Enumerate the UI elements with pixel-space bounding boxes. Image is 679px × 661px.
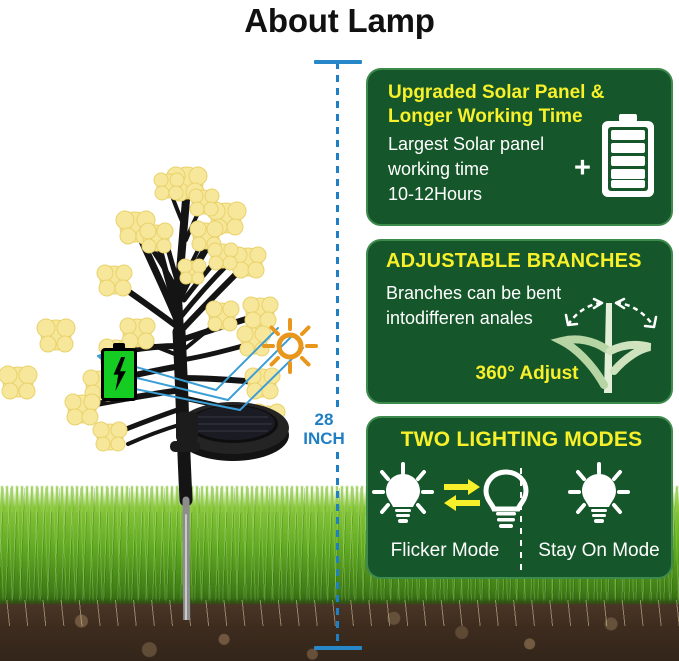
height-dimension-line: [336, 62, 339, 650]
body-line-3: 10-12Hours: [388, 184, 483, 204]
feature-footer-branches: 360° Adjust: [475, 363, 579, 384]
mode-divider: [520, 468, 522, 574]
swap-arrows-icon: [444, 479, 480, 511]
body-line-1: Branches can be bent: [386, 283, 562, 303]
height-unit: INCH: [303, 429, 345, 448]
feature-heading-branches: ADJUSTABLE BRANCHES: [386, 250, 642, 272]
height-value: 28: [314, 410, 334, 429]
feature-body-branches: Branches can be bent intodifferen anales: [386, 281, 601, 331]
body-line-2: working time: [388, 159, 490, 179]
height-label: 28 INCH: [296, 408, 352, 450]
feature-heading-modes: TWO LIGHTING MODES: [400, 428, 643, 451]
feature-card-lighting-modes: TWO LIGHTING MODES: [366, 416, 673, 579]
plus-symbol: +: [574, 152, 591, 184]
dimension-cap-top: [314, 60, 362, 64]
page-title: About Lamp: [244, 2, 435, 39]
mode-icons: [368, 462, 671, 532]
battery-full-icon: [596, 114, 660, 198]
flickering-bulb-icon: [372, 462, 434, 523]
bulb-outline-icon: [483, 469, 529, 528]
body-line-1: Largest Solar panel: [388, 134, 545, 154]
mode-label-stay-on: Stay On Mode: [538, 540, 660, 561]
feature-heading-solar: Upgraded Solar Panel & Longer Working Ti…: [388, 81, 638, 129]
bendable-branch-diagram: [544, 289, 671, 399]
battery-charging-icon: [101, 343, 137, 401]
feature-card-solar-panel: Upgraded Solar Panel & Longer Working Ti…: [366, 68, 673, 226]
battery-tip: [113, 343, 125, 350]
body-line-2: intodifferen anales: [386, 308, 533, 328]
dimension-cap-bottom: [314, 646, 362, 650]
mode-label-flicker: Flicker Mode: [390, 540, 500, 561]
lit-bulb-icon: [568, 462, 630, 523]
grass-roots: [0, 600, 679, 626]
feature-card-adjustable-branches: ADJUSTABLE BRANCHES Branches can be bent…: [366, 239, 673, 404]
heading-line-1: Upgraded Solar Panel &: [388, 82, 605, 103]
battery-shell: [101, 348, 137, 401]
sun-icon: [262, 318, 318, 374]
heading-line-2: Longer Working Time: [388, 106, 583, 127]
feature-body-solar: Largest Solar panel working time 10-12Ho…: [388, 132, 598, 207]
